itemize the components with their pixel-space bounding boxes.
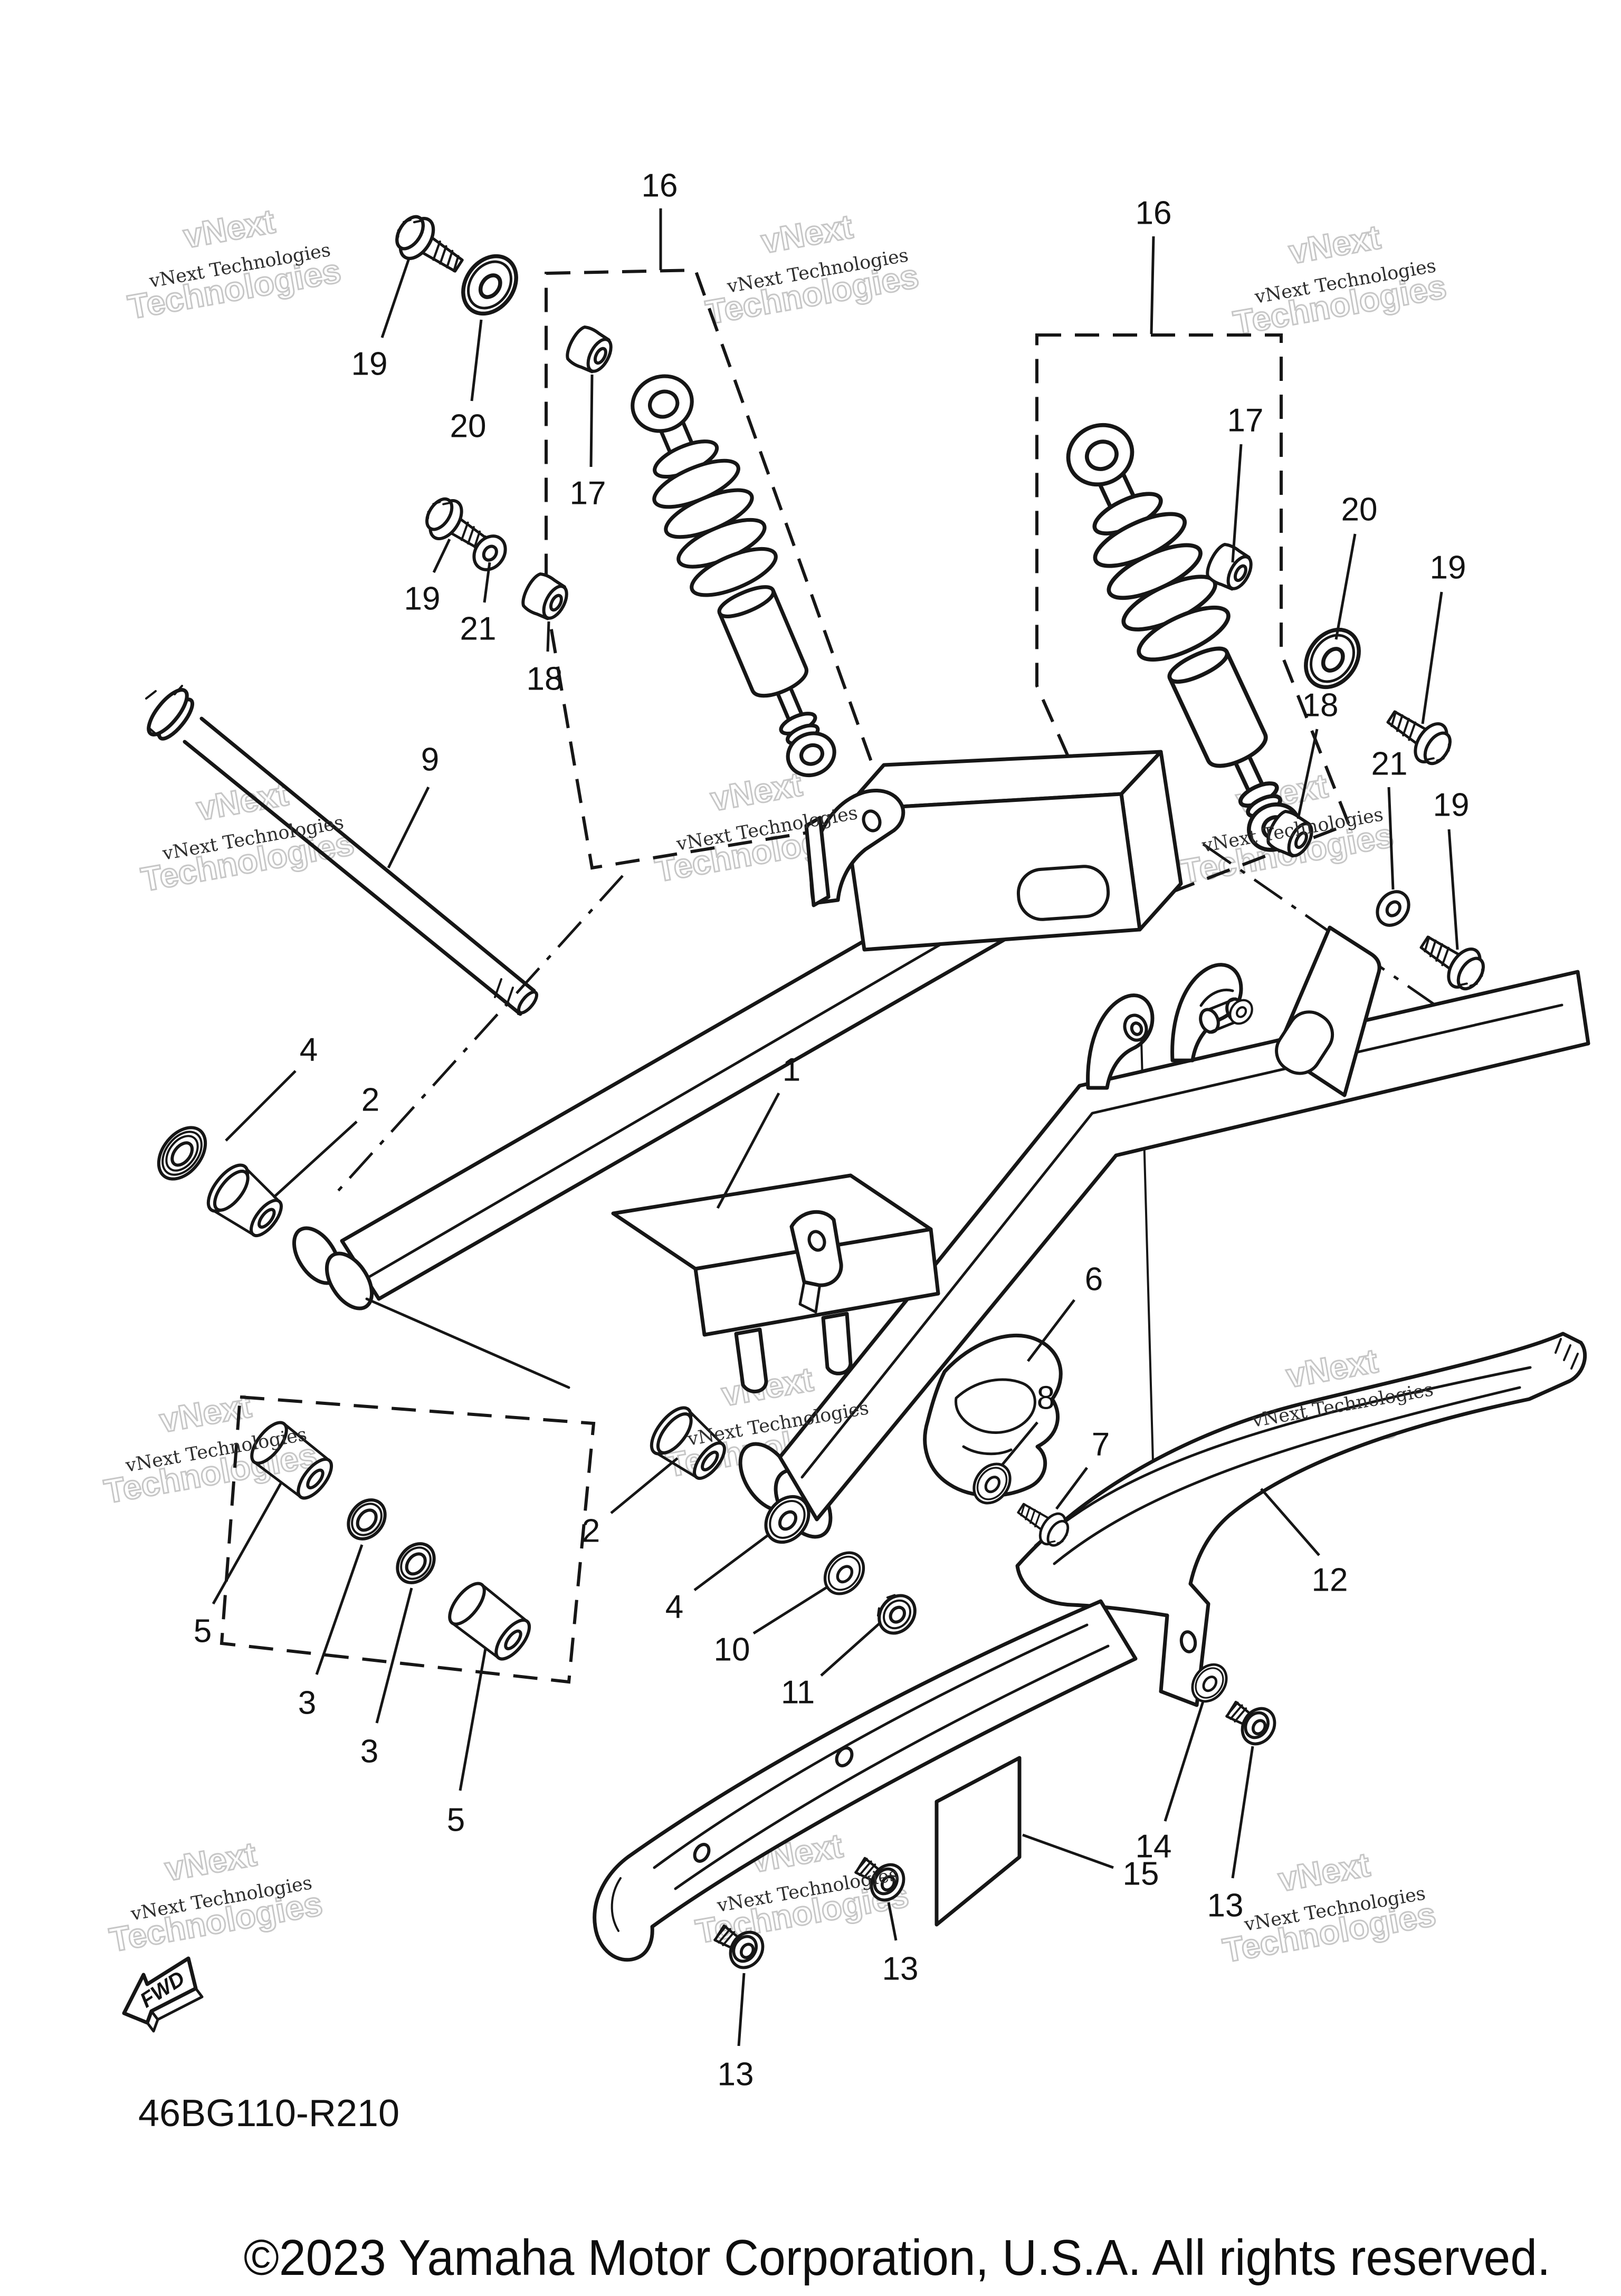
leader-line-4 [225,1070,297,1142]
callout-1: 1 [783,1052,800,1088]
leader-line-15 [1022,1833,1114,1869]
callout-10: 10 [714,1632,750,1668]
callout-13: 13 [718,2056,754,2093]
leader-line-18 [1296,729,1319,819]
dashed-box-right-shock [1035,333,1351,908]
callout-21: 21 [460,611,497,647]
callout-19: 19 [1430,550,1466,586]
callout-4: 4 [300,1032,318,1068]
leader-line-2 [272,1121,358,1199]
svg-text:vNext: vNext [1286,218,1383,271]
leader-line-9 [387,786,430,869]
callout-13: 13 [882,1951,919,1987]
callout-numbers: 1920161719211894216875335241011121413151… [194,168,1470,2093]
leader-line-18 [546,621,550,652]
leader-line-13 [1231,1746,1254,1879]
callout-4: 4 [665,1589,683,1625]
leader-line-6 [1027,1299,1075,1362]
callout-20: 20 [450,408,487,445]
leader-line-19 [432,538,451,573]
leader-line-20 [1334,533,1357,640]
leader-line-7 [1055,1467,1089,1510]
callout-19: 19 [404,581,441,617]
callout-2: 2 [361,1082,379,1118]
callout-3: 3 [298,1685,316,1721]
leader-line-21 [483,562,491,603]
callout-12: 12 [1312,1562,1348,1599]
leader-line-11 [820,1622,881,1677]
leader-line-12 [1260,1488,1320,1556]
chain-guard-upper [1015,1332,1587,1707]
section-line-left [337,875,624,1192]
svg-text:vNext: vNext [1275,1845,1372,1899]
svg-text:vNext: vNext [162,1835,259,1888]
callout-5: 5 [447,1802,465,1839]
leader-line-17 [589,374,594,467]
leader-line-19 [1447,829,1459,950]
drawing-code: 46BG110-R210 [138,2092,399,2135]
callout-17: 17 [570,475,606,512]
leader-line-5 [212,1482,282,1605]
leader-line-3 [315,1544,364,1675]
dashed-box-bushing-cluster [220,1395,596,1684]
leader-line-17 [1231,444,1243,563]
leader-line-19 [380,258,411,338]
leader-line-13 [887,1902,898,1941]
callout-3: 3 [360,1734,378,1770]
warning-label-plate [935,1756,1022,1927]
leader-line-19 [1421,591,1443,724]
section-line-right [1202,843,1436,1007]
callout-6: 6 [1085,1261,1103,1298]
dashed-box-left-shock [545,268,894,870]
svg-text:vNext: vNext [194,774,291,828]
callout-21: 21 [1371,746,1408,782]
callout-17: 17 [1227,403,1264,439]
leader-line-13 [737,1973,746,2046]
leader-line-1 [716,1092,780,1209]
callout-18: 18 [1302,687,1339,724]
callout-16: 16 [1136,195,1172,232]
fwd-arrow: FWD [122,1956,204,2033]
svg-text:vNext: vNext [708,765,805,818]
rear-shock-left [609,361,862,791]
callout-14: 14 [1136,1829,1172,1865]
callout-15: 15 [1123,1856,1159,1892]
leader-line-10 [752,1585,828,1635]
leader-line-8 [1000,1421,1038,1467]
callout-9: 9 [421,742,439,778]
leader-line-20 [470,319,483,401]
callout-19: 19 [351,346,388,382]
callout-13: 13 [1207,1888,1244,1924]
svg-text:vNext: vNext [719,1360,816,1413]
copyright-line: ©2023 Yamaha Motor Corporation, U.S.A. A… [244,2229,1551,2286]
callout-5: 5 [194,1613,212,1650]
callout-8: 8 [1037,1380,1055,1417]
swingarm [292,750,1590,1539]
leader-line-14 [1164,1701,1205,1822]
callout-19: 19 [1433,787,1470,824]
callout-20: 20 [1341,492,1378,528]
leader-line-21 [1387,787,1395,890]
callout-11: 11 [781,1675,815,1711]
svg-text:vNext: vNext [758,207,855,261]
svg-text:vNext: vNext [180,202,278,255]
chain-guide [923,1333,1063,1498]
leader-line-2 [610,1457,679,1514]
pivot-shaft [145,685,538,1016]
leader-line-4 [693,1533,770,1592]
chain-guard-lower [593,1599,1138,1962]
leader-line-5 [459,1648,487,1791]
leader-line-16 [1150,236,1155,334]
callout-leader-lines [212,208,1459,2046]
callout-16: 16 [642,168,678,204]
callout-2: 2 [582,1513,600,1549]
callout-18: 18 [527,661,563,697]
callout-7: 7 [1092,1427,1110,1463]
leader-line-3 [375,1587,413,1724]
